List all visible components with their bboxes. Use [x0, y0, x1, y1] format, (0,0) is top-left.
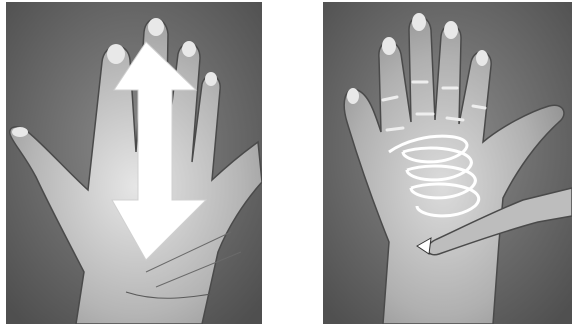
palm-illustration	[323, 2, 572, 324]
illustration-hand-vertical-stroke	[6, 2, 262, 324]
hand-back-illustration	[6, 2, 262, 324]
illustration-palm-spiral-massage	[323, 2, 572, 324]
